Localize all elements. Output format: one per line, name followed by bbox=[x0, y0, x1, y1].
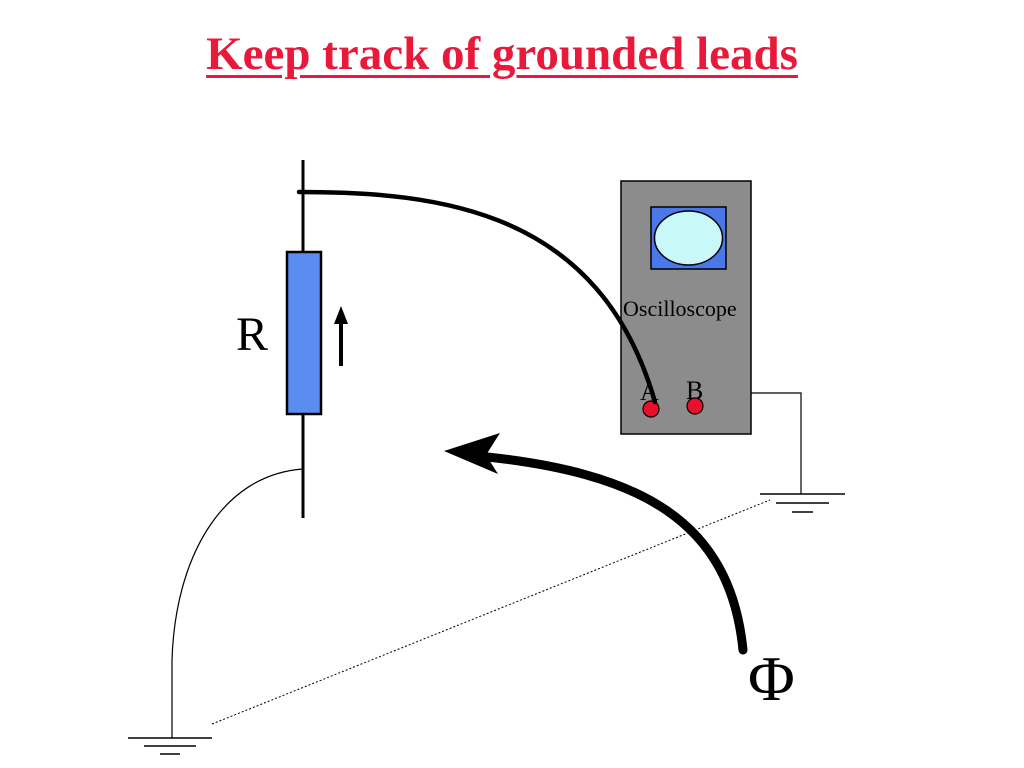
scope-ground-lead bbox=[751, 392, 802, 494]
channel-b-label: B bbox=[686, 376, 703, 405]
ground-loop-link bbox=[211, 499, 771, 725]
resistor-label: R bbox=[236, 308, 268, 361]
channel-b-terminal[interactable] bbox=[686, 397, 704, 415]
oscilloscope-label: Oscilloscope bbox=[623, 296, 737, 321]
page-title: Keep track of grounded leads bbox=[206, 28, 798, 80]
flux-arrow bbox=[473, 451, 748, 655]
oscilloscope-screen bbox=[653, 210, 724, 266]
flux-arrow-head bbox=[444, 433, 500, 474]
resistor-body bbox=[285, 250, 323, 416]
current-arrow-head bbox=[334, 306, 348, 324]
channel-a-terminal[interactable] bbox=[642, 400, 660, 418]
probe-lead-a bbox=[296, 189, 658, 405]
circuit-ground-symbol bbox=[128, 737, 212, 755]
flux-label: Φ bbox=[748, 643, 795, 714]
scope-ground-symbol bbox=[760, 493, 845, 513]
circuit-ground-lead bbox=[171, 468, 304, 738]
